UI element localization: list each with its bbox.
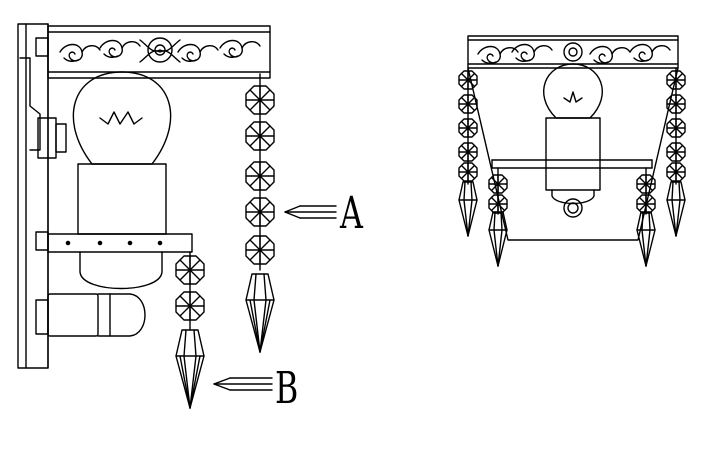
front-frame bbox=[467, 67, 679, 241]
crystal-chain-b bbox=[175, 251, 205, 409]
front-ornamental-band bbox=[467, 35, 679, 69]
front-view-fixture bbox=[458, 35, 686, 267]
wall-backplate bbox=[17, 23, 49, 369]
front-chain-left-outer bbox=[458, 67, 478, 237]
ornamental-band bbox=[47, 25, 271, 79]
front-chain-right-outer bbox=[666, 67, 686, 237]
bulb-socket bbox=[77, 163, 167, 235]
front-chain-right-inner bbox=[636, 167, 656, 267]
light-bulb bbox=[72, 71, 172, 165]
pointer-arrow-a bbox=[284, 205, 337, 219]
side-view-fixture bbox=[17, 23, 337, 409]
crystal-chain-a bbox=[245, 73, 275, 353]
label-a: A bbox=[340, 188, 363, 239]
front-chain-left-inner bbox=[488, 167, 508, 267]
arm-plate bbox=[47, 233, 193, 253]
label-b: B bbox=[275, 363, 299, 414]
pointer-arrow-b bbox=[213, 377, 273, 391]
front-light-bulb bbox=[543, 63, 603, 119]
